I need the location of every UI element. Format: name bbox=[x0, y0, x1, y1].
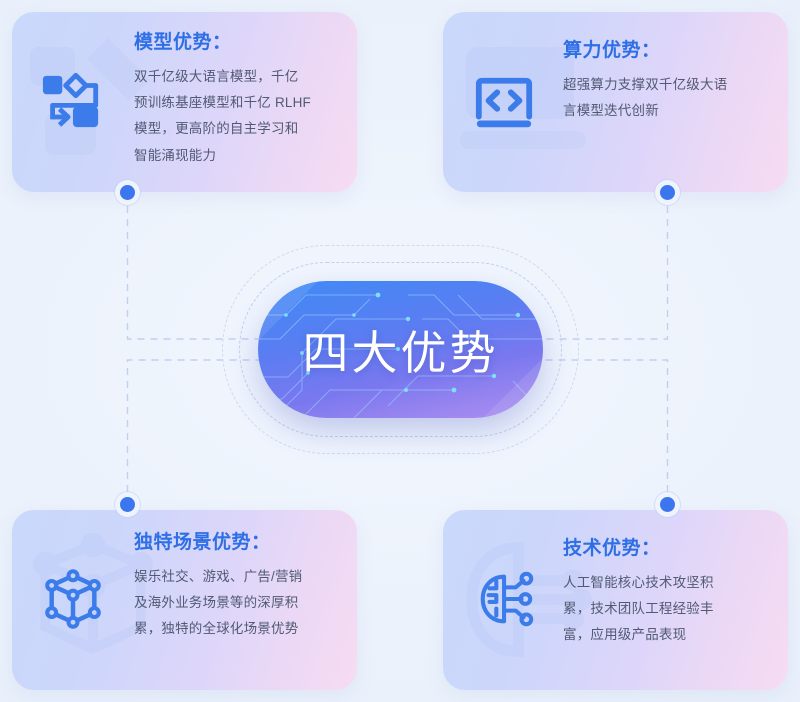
center-pill[interactable]: 四大优势 bbox=[258, 281, 543, 418]
center-title: 四大优势 bbox=[302, 326, 499, 379]
card-text-block: 模型优势： 双千亿级大语言模型，千亿 预训练基座模型和千亿 RLHF 模型，更高… bbox=[134, 32, 339, 169]
card-title: 技术优势： bbox=[563, 538, 661, 559]
card-title: 独特场景优势： bbox=[134, 532, 271, 553]
node-top-left bbox=[120, 185, 135, 200]
cube-network-icon bbox=[45, 569, 101, 629]
advantage-card-scenario[interactable]: 独特场景优势： 娱乐社交、游戏、广告/营销 及海外业务场景等的深厚积 累，独特的… bbox=[12, 510, 357, 690]
card-text-block: 独特场景优势： 娱乐社交、游戏、广告/营销 及海外业务场景等的深厚积 累，独特的… bbox=[134, 532, 339, 643]
card-description: 人工智能核心技术攻坚积 累，技术团队工程经验丰 富，应用级产品表现 bbox=[563, 574, 714, 643]
card-title: 模型优势： bbox=[134, 32, 232, 53]
card-text-block: 技术优势： 人工智能核心技术攻坚积 累，技术团队工程经验丰 富，应用级产品表现 bbox=[563, 538, 770, 649]
card-description: 娱乐社交、游戏、广告/营销 及海外业务场景等的深厚积 累，独特的全球化场景优势 bbox=[134, 568, 303, 637]
card-description: 超强算力支撑双千亿级大语 言模型迭代创新 bbox=[563, 76, 728, 119]
advantage-card-model[interactable]: 模型优势： 双千亿级大语言模型，千亿 预训练基座模型和千亿 RLHF 模型，更高… bbox=[12, 12, 357, 192]
advantage-card-compute[interactable]: 算力优势： 超强算力支撑双千亿级大语 言模型迭代创新 bbox=[443, 12, 788, 192]
card-description: 双千亿级大语言模型，千亿 预训练基座模型和千亿 RLHF 模型，更高阶的自主学习… bbox=[134, 68, 312, 163]
card-text-block: 算力优势： 超强算力支撑双千亿级大语 言模型迭代创新 bbox=[563, 40, 770, 124]
node-bottom-left bbox=[120, 497, 135, 512]
laptop-code-icon bbox=[475, 77, 533, 128]
node-bottom-right bbox=[660, 497, 675, 512]
center-hub: 四大优势 bbox=[222, 245, 579, 454]
ai-brain-icon bbox=[480, 571, 534, 627]
node-top-right bbox=[660, 185, 675, 200]
advantage-card-technology[interactable]: 技术优势： 人工智能核心技术攻坚积 累，技术团队工程经验丰 富，应用级产品表现 bbox=[443, 510, 788, 690]
card-title: 算力优势： bbox=[563, 40, 661, 61]
flow-diagram-icon bbox=[42, 72, 99, 128]
circuit-pattern-icon bbox=[258, 281, 543, 418]
